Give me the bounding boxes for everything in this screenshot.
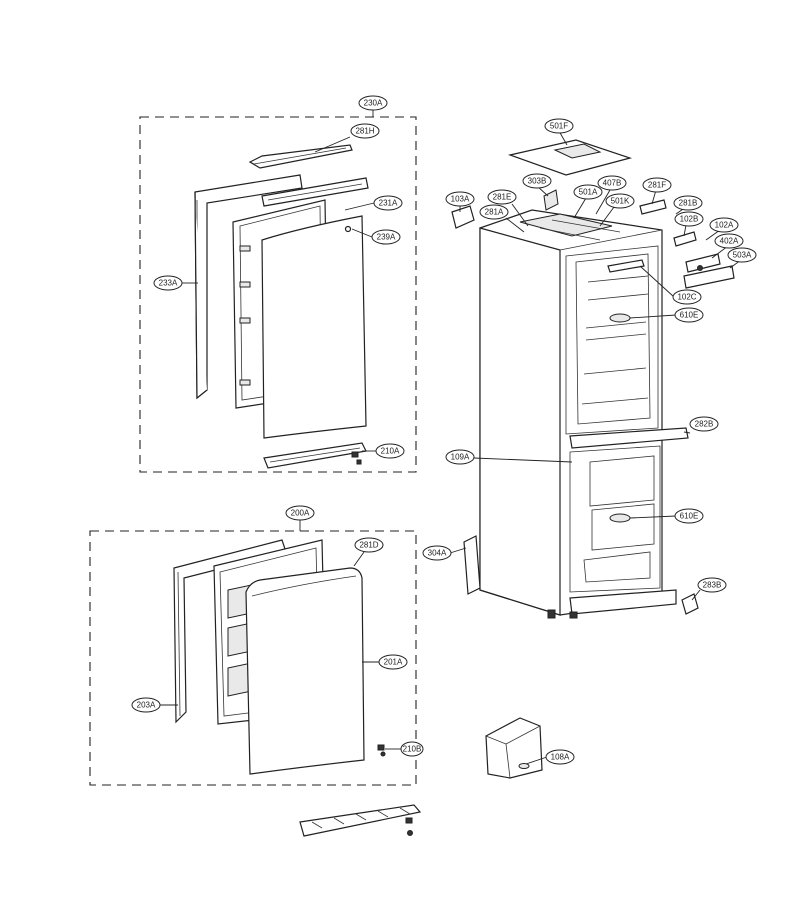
upper-door-top-trim — [261, 177, 369, 207]
callout-102a: 102A — [709, 217, 739, 233]
callout-239a: 239A — [371, 229, 401, 245]
callout-610e-lower-label: 610E — [680, 512, 699, 521]
callout-109a-label: 109A — [451, 453, 470, 462]
callout-281e-label: 281E — [493, 193, 512, 202]
callout-210a-label: 210A — [381, 447, 400, 456]
callout-407b: 407B — [597, 175, 627, 191]
callout-282b: 282B — [689, 416, 719, 432]
callout-233a: 233A — [153, 275, 183, 291]
callout-102b-label: 102B — [680, 215, 699, 224]
callout-303b-label: 303B — [528, 177, 547, 186]
callout-503a: 503A — [727, 247, 757, 263]
callout-103a-label: 103A — [451, 195, 470, 204]
upper-door-group-box — [139, 116, 417, 473]
upper-door-outer-panel — [261, 215, 367, 439]
callout-201a: 201A — [378, 654, 408, 670]
callout-501a: 501A — [573, 184, 603, 200]
callout-503a-label: 503A — [733, 251, 752, 260]
callout-281f-label: 281F — [648, 181, 666, 190]
part-610e-upper — [609, 313, 631, 323]
callout-281b: 281B — [673, 195, 703, 211]
callout-501a-label: 501A — [579, 188, 598, 197]
part-303b — [543, 189, 559, 211]
callout-109a: 109A — [445, 449, 475, 465]
callout-281a: 281A — [479, 204, 509, 220]
upper-door-bottom-trim — [263, 442, 367, 469]
part-102c-light-cover — [607, 259, 645, 273]
callout-281d-label: 281D — [359, 541, 378, 550]
lower-door-outer-panel — [245, 567, 365, 775]
callout-304a: 304A — [422, 545, 452, 561]
callout-501f: 501F — [544, 118, 574, 134]
cabinet-top-cover — [507, 139, 633, 176]
callout-239a-label: 239A — [377, 233, 396, 242]
callout-281h-label: 281H — [355, 127, 374, 136]
callout-283b-label: 283B — [703, 581, 722, 590]
callout-610e-upper-label: 610E — [680, 311, 699, 320]
callout-210b: 210B — [400, 741, 424, 757]
callout-210a: 210A — [375, 443, 405, 459]
callout-281e: 281E — [487, 189, 517, 205]
lower-door-gasket — [173, 539, 287, 724]
callout-201a-label: 201A — [384, 658, 403, 667]
part-281f — [639, 199, 667, 215]
callout-102a-label: 102A — [715, 221, 734, 230]
callout-103a: 103A — [445, 191, 475, 207]
cabinet-body — [479, 209, 689, 619]
callout-231a-label: 231A — [379, 199, 398, 208]
callout-230a-label: 230A — [364, 99, 383, 108]
callout-282b-label: 282B — [695, 420, 714, 429]
callout-610e-upper: 610E — [674, 307, 704, 323]
upper-door-gasket — [194, 174, 303, 400]
callout-233a-label: 233A — [159, 279, 178, 288]
callout-501k: 501K — [605, 193, 635, 209]
part-103a — [451, 205, 475, 229]
callout-281b-label: 281B — [679, 199, 698, 208]
callout-108a-label: 108A — [551, 753, 570, 762]
callout-402a: 402A — [714, 233, 744, 249]
part-108a-cover — [485, 717, 543, 779]
callout-610e-lower: 610E — [674, 508, 704, 524]
callout-200a: 200A — [285, 505, 315, 521]
callout-230a: 230A — [358, 95, 388, 111]
callout-501k-label: 501K — [611, 197, 630, 206]
callout-203a-label: 203A — [137, 701, 156, 710]
callout-210b-label: 210B — [403, 745, 422, 754]
bottom-kick-plate — [299, 804, 422, 837]
part-402a-503a — [683, 253, 735, 289]
leader-lines — [160, 109, 742, 765]
part-304a-side-bracket — [463, 535, 481, 595]
callout-402a-label: 402A — [720, 237, 739, 246]
lower-door-group-box — [89, 530, 417, 786]
callout-281d: 281D — [354, 537, 384, 553]
callout-303b: 303B — [522, 173, 552, 189]
callout-501f-label: 501F — [550, 122, 568, 131]
callout-304a-label: 304A — [428, 549, 447, 558]
part-610e-lower — [609, 513, 631, 523]
callout-102c: 102C — [672, 289, 702, 305]
callout-102c-label: 102C — [677, 293, 696, 302]
part-102b — [673, 231, 697, 247]
callout-203a: 203A — [131, 697, 161, 713]
callout-281h: 281H — [350, 123, 380, 139]
part-283b-hinge — [681, 593, 699, 615]
callout-281f: 281F — [642, 177, 672, 193]
lower-hinge-pin — [377, 744, 386, 757]
callout-231a: 231A — [373, 195, 403, 211]
callout-102b: 102B — [674, 211, 704, 227]
callout-407b-label: 407B — [603, 179, 622, 188]
callout-281a-label: 281A — [485, 208, 504, 217]
callout-108a: 108A — [545, 749, 575, 765]
callout-283b: 283B — [697, 577, 727, 593]
callout-200a-label: 200A — [291, 509, 310, 518]
door-top-cap-281h — [248, 144, 353, 169]
